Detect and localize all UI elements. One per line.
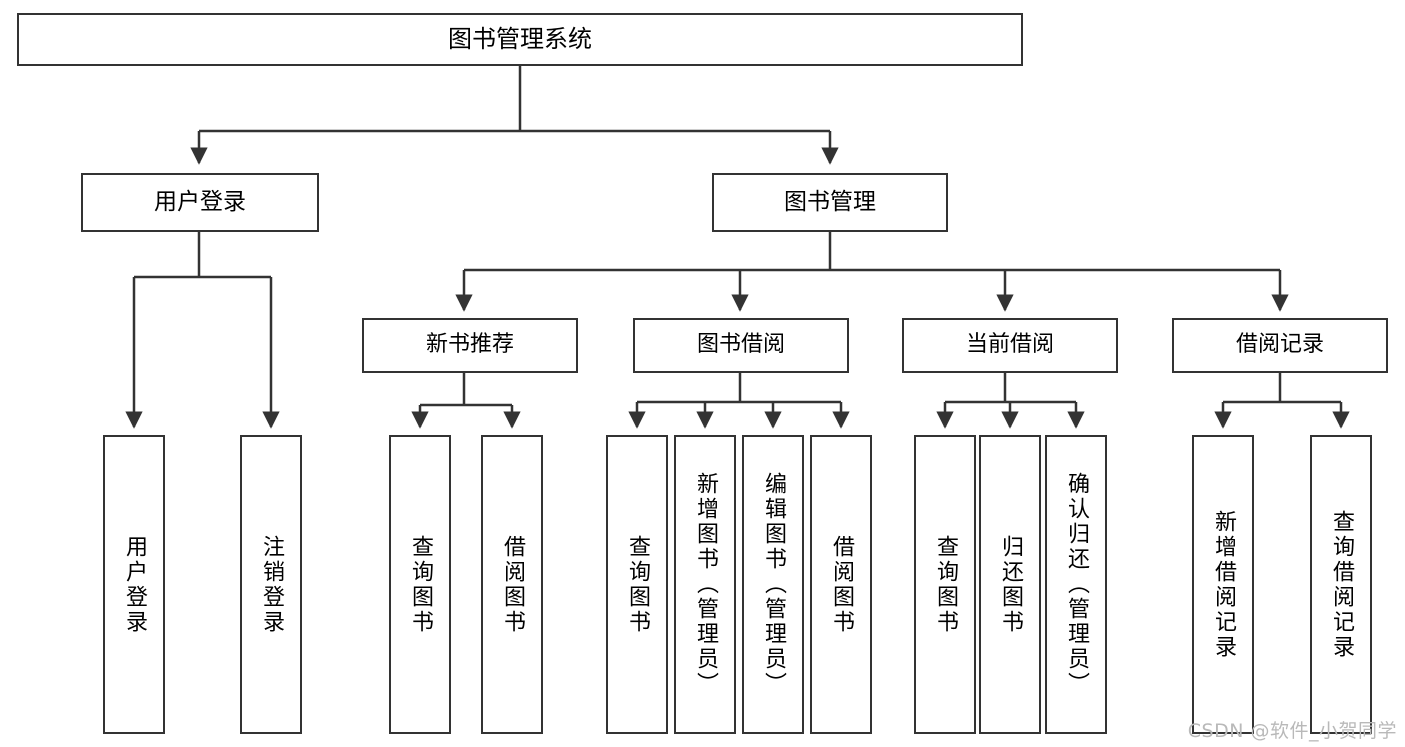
node-leaf-borrow-book-1-label: 借阅图书 [500,534,525,635]
node-leaf-edit-book-label: 编辑图书（管理员） [761,472,786,697]
node-leaf-query-book-1-label: 查询图书 [408,534,433,635]
node-root-system-label: 图书管理系统 [448,25,592,54]
node-leaf-confirm-return[interactable]: 确认归还（管理员） [1045,435,1107,734]
node-leaf-edit-book[interactable]: 编辑图书（管理员） [742,435,804,734]
node-user-login-label: 用户登录 [154,188,246,215]
node-current-borrow[interactable]: 当前借阅 [902,318,1118,373]
node-leaf-query-borrow-record-label: 查询借阅记录 [1329,509,1354,660]
node-new-book-recommend-label: 新书推荐 [425,332,514,358]
node-book-borrow[interactable]: 图书借阅 [633,318,849,373]
node-leaf-add-borrow-record[interactable]: 新增借阅记录 [1192,435,1254,734]
node-leaf-borrow-book-2[interactable]: 借阅图书 [810,435,872,734]
node-leaf-return-book[interactable]: 归还图书 [979,435,1041,734]
node-leaf-borrow-book-1[interactable]: 借阅图书 [481,435,543,734]
node-borrow-record-label: 借阅记录 [1235,332,1324,358]
node-leaf-confirm-return-label: 确认归还（管理员） [1064,472,1089,697]
node-leaf-logout-login-label: 注销登录 [259,534,284,635]
node-leaf-add-book[interactable]: 新增图书（管理员） [674,435,736,734]
node-book-borrow-label: 图书借阅 [696,332,785,358]
node-leaf-user-login[interactable]: 用户登录 [103,435,165,734]
node-user-login[interactable]: 用户登录 [81,173,319,232]
node-book-management[interactable]: 图书管理 [712,173,948,232]
watermark-text: CSDN @软件_小贺同学 [1187,720,1397,742]
node-current-borrow-label: 当前借阅 [965,332,1054,358]
node-leaf-user-login-label: 用户登录 [122,534,147,635]
node-leaf-borrow-book-2-label: 借阅图书 [829,534,854,635]
node-leaf-query-book-2-label: 查询图书 [625,534,650,635]
node-leaf-query-borrow-record[interactable]: 查询借阅记录 [1310,435,1372,734]
node-leaf-query-book-3[interactable]: 查询图书 [914,435,976,734]
node-new-book-recommend[interactable]: 新书推荐 [362,318,578,373]
node-leaf-add-borrow-record-label: 新增借阅记录 [1211,509,1236,660]
node-leaf-query-book-2[interactable]: 查询图书 [606,435,668,734]
node-leaf-logout-login[interactable]: 注销登录 [240,435,302,734]
node-leaf-return-book-label: 归还图书 [998,534,1023,635]
node-borrow-record[interactable]: 借阅记录 [1172,318,1388,373]
node-leaf-query-book-3-label: 查询图书 [933,534,958,635]
node-leaf-add-book-label: 新增图书（管理员） [693,472,718,697]
node-book-management-label: 图书管理 [784,188,876,215]
node-root-system[interactable]: 图书管理系统 [17,13,1023,66]
node-leaf-query-book-1[interactable]: 查询图书 [389,435,451,734]
